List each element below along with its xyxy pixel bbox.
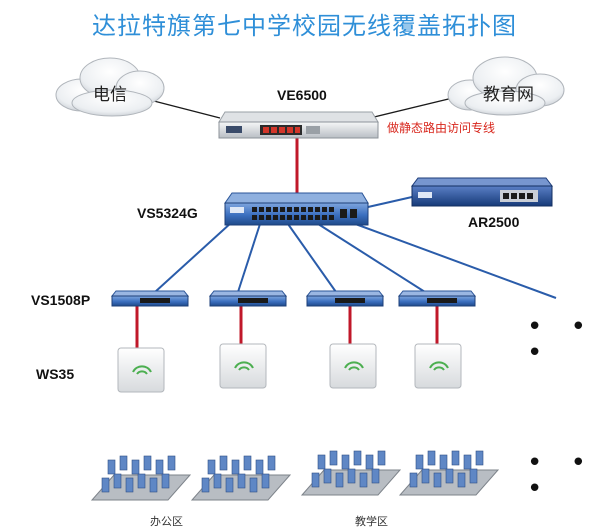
cloud-telecom (55, 57, 165, 117)
label-core-switch: VS5324G (137, 205, 198, 221)
link-core-access-4 (314, 221, 426, 293)
area-label-office: 办公区 (150, 515, 183, 528)
label-access-point: WS35 (36, 366, 75, 382)
client-cluster-3 (300, 450, 402, 496)
access-switch-1 (110, 290, 190, 307)
core-switch-device (224, 192, 369, 226)
cloud-label-edu-net: 教育网 (483, 85, 534, 105)
link-telecom-gateway (149, 99, 221, 119)
link-core-access-3 (287, 223, 337, 293)
label-router: AR2500 (468, 214, 520, 230)
more-switches-ellipsis: • • • (527, 312, 596, 368)
client-cluster-1 (90, 455, 192, 501)
link-core-more (349, 221, 557, 299)
access-point-2 (219, 343, 267, 389)
label-gateway: VE6500 (277, 87, 327, 103)
cloud-label-telecom: 电信 (93, 85, 127, 105)
access-point-4 (414, 343, 462, 389)
more-clients-ellipsis: • • • (527, 448, 596, 504)
access-point-3 (329, 343, 377, 389)
cloud-edu-net (447, 56, 565, 116)
link-core-router (367, 196, 413, 208)
static-route-note: 做静态路由访问专线 (387, 121, 496, 135)
access-switch-2 (208, 290, 288, 307)
label-access-switch: VS1508P (31, 292, 91, 308)
page-title: 达拉特旗第七中学校园无线覆盖拓扑图 (92, 12, 517, 40)
access-switch-3 (305, 290, 385, 307)
client-cluster-4 (398, 450, 500, 496)
link-core-access-1 (154, 221, 233, 293)
gateway-device (218, 111, 379, 139)
link-core-access-2 (237, 223, 261, 293)
area-label-teaching: 教学区 (355, 515, 388, 528)
router-device (411, 177, 553, 207)
access-point-1 (117, 347, 165, 393)
client-cluster-2 (190, 455, 292, 501)
access-switch-4 (397, 290, 477, 307)
